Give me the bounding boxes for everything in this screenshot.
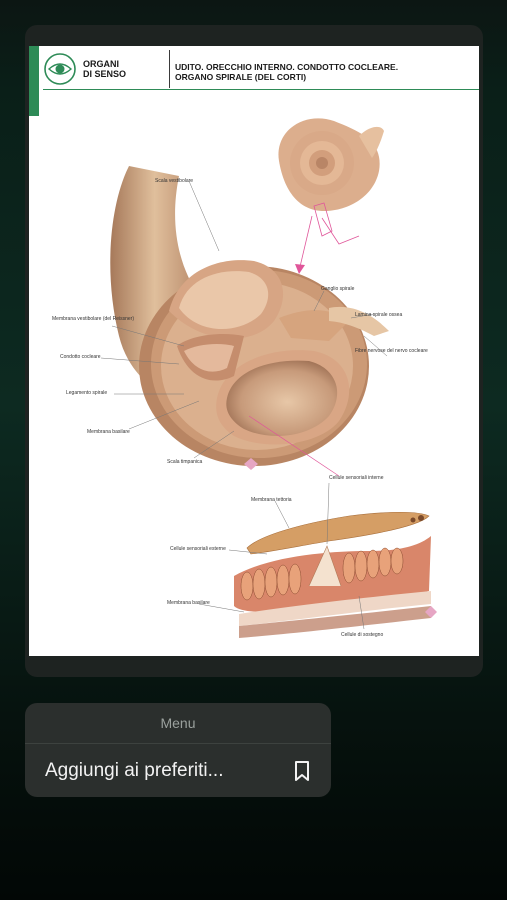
label-scala-timpanica: Scala timpanica: [167, 459, 203, 465]
category-line-1: ORGANI: [83, 59, 119, 69]
menu-title: Menu: [160, 715, 196, 731]
label-cellule-sensoriali-esterne: Cellule sensoriali esterne: [170, 546, 226, 552]
menu-divider: [25, 743, 331, 744]
label-leaders: [100, 180, 388, 459]
section-marker: [313, 202, 333, 237]
title-line-1: UDITO. ORECCHIO INTERNO. CONDOTTO COCLEA…: [175, 62, 399, 72]
cochlea-illustration: Scala vestibolare Ganglio spirale Lamina…: [52, 118, 437, 638]
header-divider: [169, 50, 170, 88]
cochlea-shell: [278, 118, 384, 211]
label-membrana-basilare: Membrana basilare: [87, 429, 130, 435]
document-page: ORGANI DI SENSO UDITO. ORECCHIO INTERNO.…: [29, 46, 479, 656]
label-ganglio-spirale: Ganglio spirale: [321, 286, 355, 292]
cochlea-cross-section: [110, 166, 389, 466]
title-line-2: ORGANO SPIRALE (DEL CORTI): [175, 72, 307, 82]
label-condotto-cocleare: Condotto cocleare: [60, 354, 101, 360]
bookmark-icon: [295, 760, 309, 781]
add-to-favorites-menu-item[interactable]: Aggiungi ai preferiti...: [25, 744, 331, 797]
corti-leaders: [198, 482, 365, 630]
label-membrana-vestibolare: Membrana vestibolare (del Reissner): [52, 316, 134, 322]
category-line-2: DI SENSO: [83, 69, 127, 79]
page-title: UDITO. ORECCHIO INTERNO. CONDOTTO COCLEA…: [175, 62, 475, 82]
label-fibre-nervose: Fibre nervose del nervo cocleare: [355, 348, 428, 354]
label-cellule-sensoriali-interne: Cellule sensoriali interne: [329, 475, 384, 481]
document-preview-card[interactable]: ORGANI DI SENSO UDITO. ORECCHIO INTERNO.…: [25, 25, 483, 677]
organ-of-corti: [234, 511, 431, 638]
label-lamina-spirale-ossea: Lamina spirale ossea: [355, 312, 402, 318]
label-membrana-basilare-2: Membrana basilare: [167, 600, 210, 606]
label-scala-vestibolare: Scala vestibolare: [155, 178, 193, 184]
pointer-line-top: [298, 215, 313, 272]
pointer-line-bottom: [248, 415, 340, 477]
context-menu: Menu Aggiungi ai preferiti...: [25, 703, 331, 797]
label-cellule-sostegno: Cellule di sostegno: [341, 632, 383, 638]
eye-icon: [44, 53, 76, 85]
section-color-bar: [29, 46, 39, 116]
menu-item-label: Aggiungi ai preferiti...: [45, 759, 224, 781]
label-legamento-spirale: Legamento spirale: [66, 390, 107, 396]
label-membrana-tettoria: Membrana tettoria: [251, 497, 292, 503]
category-header: ORGANI DI SENSO: [43, 49, 167, 89]
header-rule: [43, 89, 479, 90]
